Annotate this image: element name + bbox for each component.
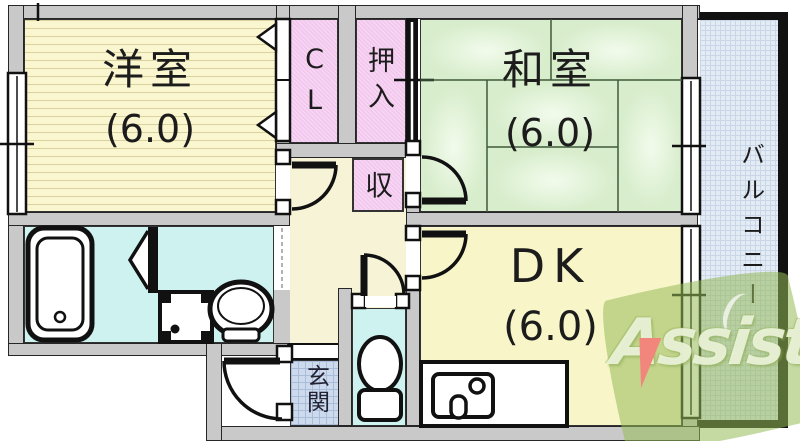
doors [222,155,468,421]
label-dk: DK [509,239,592,293]
bathtub-icon [25,225,95,343]
bath-folding-door [127,227,158,293]
toilet-door-opening [365,296,396,307]
window-washitsu-balcony [672,76,706,216]
label-oshiire: 押入 [363,46,395,118]
window-yoshitsu-left [0,71,34,216]
balcony-wall-top [698,12,788,20]
room-yoshitsu [24,19,276,212]
label-yoshitsu: 洋室 [101,45,198,94]
label-washitsu: 和室 [501,45,598,94]
door-jambs [274,139,422,422]
kitchen-sink-icon [419,360,569,428]
wall-washroom-hall [274,290,290,343]
balcony-wall-right [778,12,788,428]
washbasin-icon [207,279,275,343]
wall-yoshitsu-bottom [8,212,290,226]
wall-washitsu-dk [406,212,698,226]
label-genkan: 玄関 [302,364,329,416]
closet-folding-door [255,17,292,143]
fusuma-oshiire [394,18,434,148]
room-closet [290,19,338,143]
label-dk-size: (6.0) [503,304,598,350]
label-storage: 収 [364,169,393,202]
label-washitsu-size: (6.0) [504,111,596,155]
room-storage [352,158,404,212]
tatami-lines [420,19,682,212]
room-genkan [290,360,340,426]
logo-text: Assist [608,306,800,380]
toilet-icon [357,335,403,422]
wall-toilet-left [338,288,352,426]
label-closet: CL [299,44,331,126]
label-yoshitsu-size: (6.0) [104,107,196,151]
washing-machine-icon [158,290,214,344]
